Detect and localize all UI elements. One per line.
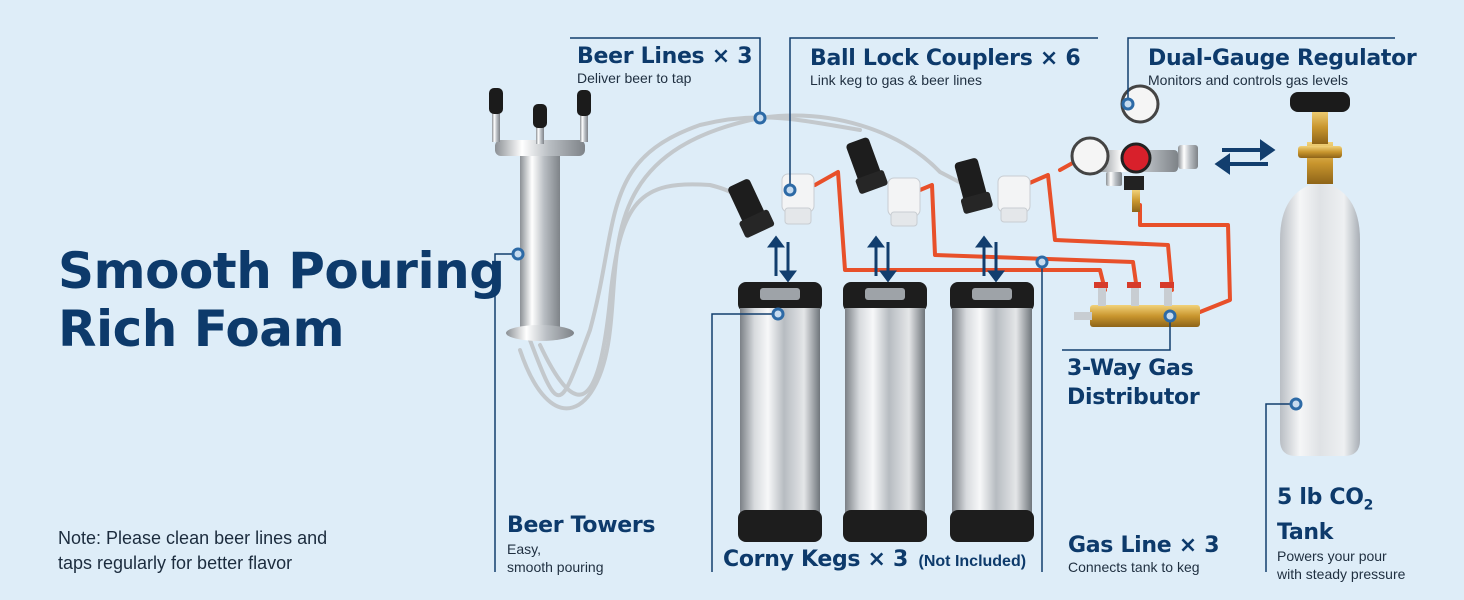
- beer-lines-title: Beer Lines × 3: [577, 44, 753, 69]
- couplers-art: [728, 137, 1031, 238]
- couplers-title: Ball Lock Couplers × 6: [810, 46, 1081, 71]
- exchange-arrows-art: [1214, 139, 1276, 175]
- beer-lines-label: Beer Lines × 3 Deliver beer to tap: [577, 44, 753, 87]
- regulator-label: Dual-Gauge Regulator Monitors and contro…: [1148, 46, 1417, 89]
- co2-tank-title-text: 5 lb CO: [1277, 485, 1364, 510]
- note-line2: taps regularly for better flavor: [58, 553, 293, 573]
- corny-kegs-note: (Not Included): [918, 553, 1027, 570]
- co2-tank-sub-line2: with steady pressure: [1277, 566, 1406, 583]
- gas-line-title: Gas Line × 3: [1068, 533, 1220, 558]
- corny-kegs-label: Corny Kegs × 3 (Not Included): [723, 547, 1026, 572]
- beer-towers-sub-line2: smooth pouring: [507, 559, 604, 575]
- gas-line-label: Gas Line × 3 Connects tank to keg: [1068, 533, 1220, 576]
- arrows-art: [767, 235, 1005, 283]
- couplers-label: Ball Lock Couplers × 6 Link keg to gas &…: [810, 46, 1081, 89]
- beer-lines-art: [518, 113, 967, 411]
- distributor-title-line1: 3-Way Gas: [1067, 356, 1194, 381]
- callout-dots: [511, 97, 1303, 411]
- co2-tank-art: [1280, 92, 1360, 456]
- headline-line2: Rich Foam: [58, 300, 345, 358]
- gas-distributor-art: [1074, 282, 1200, 327]
- beer-towers-label: Beer Towers Easy, smooth pouring: [507, 513, 656, 576]
- distributor-title-line2: Distributor: [1067, 385, 1200, 410]
- gas-lines-art: [813, 158, 1232, 314]
- corny-kegs-title: Corny Kegs × 3: [723, 547, 909, 572]
- regulator-sub: Monitors and controls gas levels: [1148, 72, 1348, 88]
- callout-lines: [494, 37, 1395, 572]
- co2-subscript: 2: [1363, 497, 1374, 514]
- corny-kegs-art: [738, 282, 1034, 542]
- co2-tank-label: 5 lb CO2 Tank Powers your pour with stea…: [1277, 484, 1405, 583]
- gas-line-sub: Connects tank to keg: [1068, 559, 1200, 575]
- beer-lines-sub: Deliver beer to tap: [577, 70, 692, 86]
- note-line1: Note: Please clean beer lines and: [58, 528, 328, 548]
- beer-towers-title: Beer Towers: [507, 513, 656, 538]
- couplers-sub: Link keg to gas & beer lines: [810, 72, 982, 88]
- cleaning-note: Note: Please clean beer lines and taps r…: [58, 526, 327, 576]
- headline-line1: Smooth Pouring: [58, 242, 505, 300]
- distributor-label: 3-Way Gas Distributor: [1067, 354, 1200, 412]
- beer-tower-art: [489, 88, 591, 341]
- co2-tank-title-line2: Tank: [1277, 520, 1334, 546]
- regulator-art: [1070, 84, 1198, 212]
- co2-tank-sub-line1: Powers your pour: [1277, 548, 1387, 565]
- regulator-title: Dual-Gauge Regulator: [1148, 46, 1417, 71]
- headline: Smooth Pouring Rich Foam: [58, 242, 505, 358]
- co2-tank-title-line1: 5 lb CO2: [1277, 484, 1405, 519]
- beer-towers-sub-line1: Easy,: [507, 541, 541, 557]
